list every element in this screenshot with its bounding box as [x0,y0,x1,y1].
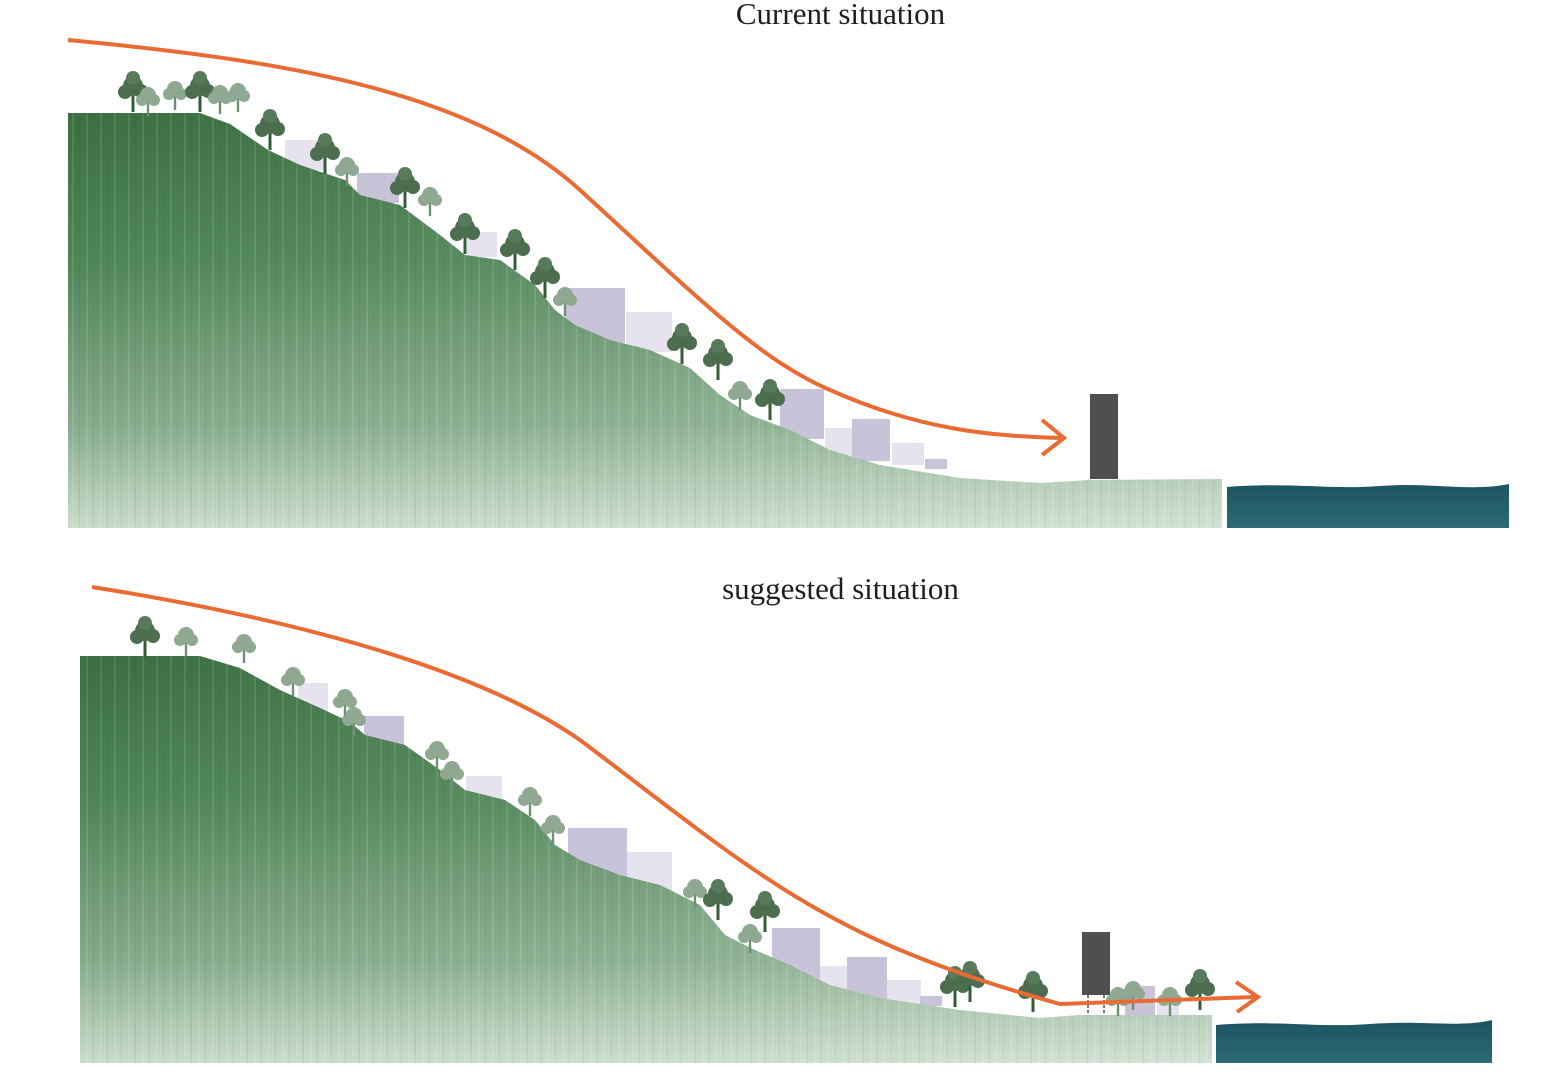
tree-icon [232,634,256,663]
building-block [892,443,924,465]
tree-icon [703,879,733,920]
tree-icon [226,83,250,112]
suggested-water [1216,1020,1492,1063]
current-water [1227,484,1509,528]
building-block [626,312,672,352]
suggested-situation-title: suggested situation [722,571,959,606]
flow-arrow [91,585,1256,1007]
tower-block [1082,932,1110,995]
tree-icon [130,616,160,657]
building-block [920,996,942,1006]
flow-arrow [67,38,1063,440]
tree-icon [174,627,198,656]
tree-icon [185,71,215,112]
building-block [925,459,947,469]
tower-block [1090,394,1118,479]
suggested-section [80,585,1492,1063]
current-section [67,38,1509,528]
tree-icon [163,81,187,110]
building-block [852,419,890,461]
current-situation-title: Current situation [735,0,946,31]
tree-icon [418,187,442,216]
tree-icon [1185,969,1215,1010]
tree-icon [255,109,285,150]
tree-icon [703,339,733,380]
